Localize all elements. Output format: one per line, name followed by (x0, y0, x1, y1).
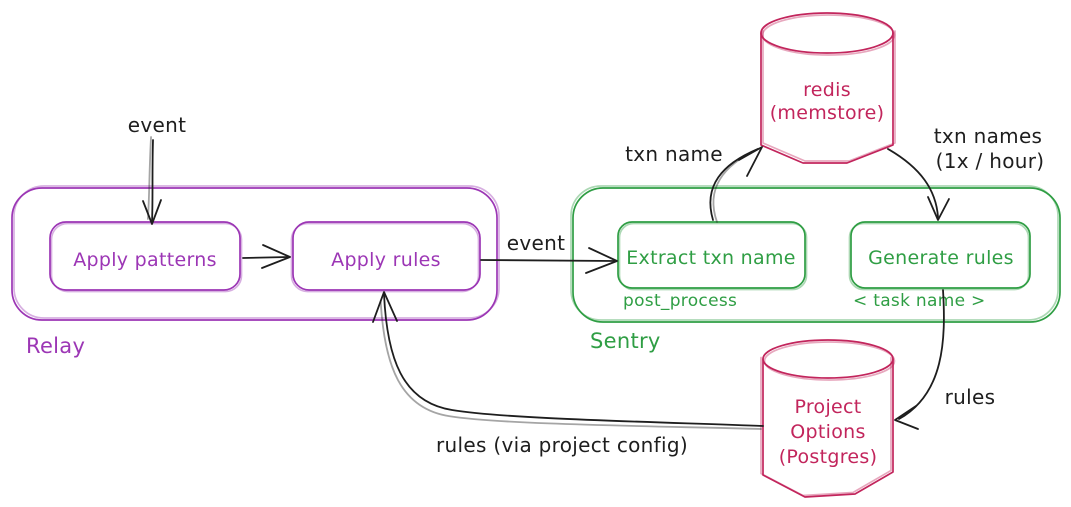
postgres-cylinder-top (762, 339, 894, 379)
txn-names-label-line1: txn names (934, 124, 1043, 148)
redis-cylinder-body (760, 32, 894, 164)
event-in-label: event (128, 113, 186, 137)
project-options-store: Project Options (Postgres) (760, 339, 896, 498)
arrows (142, 136, 950, 434)
event-arrowhead (142, 199, 162, 225)
redis-to-generate-arrow (887, 148, 939, 218)
post-process-sublabel: post_process (623, 291, 737, 311)
event-flow-label: event (507, 231, 565, 255)
relay-group: Apply patterns Apply rules Relay (11, 185, 500, 358)
patterns-to-rules-arrowhead (261, 244, 291, 269)
postgres-label-line3: (Postgres) (779, 446, 878, 468)
postgres-label-line1: Project (794, 396, 861, 418)
postgres-label-line2: Options (790, 421, 865, 443)
redis-label-line2: (memstore) (770, 102, 885, 124)
edge-labels: event event txn name txn names (1x / hou… (128, 113, 1045, 457)
txn-names-label-line2: (1x / hour) (936, 149, 1045, 173)
generate-rules-node (850, 221, 1031, 289)
generate-to-postgres-arrowhead (894, 405, 919, 430)
extract-txn-name-label: Extract txn name (626, 247, 796, 269)
redis-store: redis (memstore) (760, 12, 896, 164)
extract-to-redis-arrowhead (738, 146, 763, 177)
rules-via-config-label: rules (via project config) (436, 433, 688, 457)
patterns-to-rules-arrow (242, 256, 290, 259)
apply-patterns-node (49, 221, 241, 291)
redis-label-line1: redis (803, 79, 851, 101)
event-arrow-sketch-stroke (147, 136, 152, 220)
apply-rules-node (292, 221, 481, 291)
apply-patterns-label: Apply patterns (73, 249, 217, 271)
event-to-apply-patterns-arrow (151, 139, 154, 223)
redis-cylinder-top (760, 12, 894, 54)
sentry-group: Extract txn name Generate rules post_pro… (570, 185, 1061, 353)
postgres-cylinder-body (762, 358, 894, 498)
extract-txn-name-node (617, 221, 806, 289)
relay-label: Relay (26, 334, 85, 358)
rules-to-extract-arrowhead (585, 247, 618, 274)
rules-label: rules (945, 385, 996, 409)
sentry-container (572, 187, 1061, 323)
task-name-sublabel: < task name > (853, 291, 986, 311)
txn-name-label: txn name (625, 142, 723, 166)
redis-to-generate-arrowhead (927, 196, 950, 221)
redis-cylinder-top-sketch-stroke (761, 14, 896, 56)
postgres-to-rules-arrow (383, 293, 764, 427)
rules-to-extract-arrow (480, 259, 616, 262)
relay-container (11, 187, 498, 321)
sentry-label: Sentry (590, 329, 661, 353)
postgres-cylinder-top-sketch-stroke (763, 341, 896, 381)
generate-rules-label: Generate rules (868, 247, 1014, 269)
postgres-to-rules-arrowhead (372, 291, 398, 323)
apply-rules-label: Apply rules (331, 249, 441, 271)
